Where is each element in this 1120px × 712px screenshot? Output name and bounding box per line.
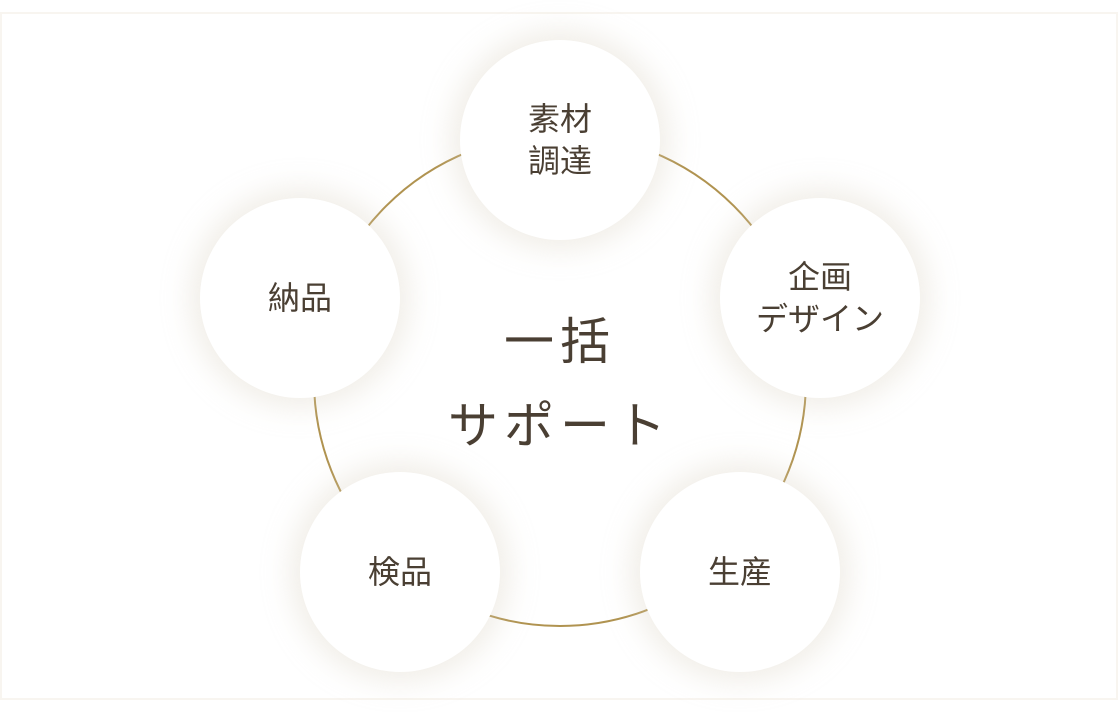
center-label: 一括 サポート	[420, 300, 700, 468]
node-sourcing-line1: 素材	[527, 100, 592, 138]
center-label-line2: サポート	[448, 397, 672, 455]
node-inspection-label: 検品	[367, 553, 432, 591]
node-sourcing-line2: 調達	[527, 142, 592, 180]
node-planning-design: 企画 デザイン	[720, 198, 920, 398]
node-planning-design-line1: 企画	[787, 258, 852, 296]
node-sourcing: 素材 調達	[460, 40, 660, 240]
node-planning-design-line2: デザイン	[755, 300, 884, 338]
node-inspection: 検品	[300, 472, 500, 672]
node-production: 生産	[640, 472, 840, 672]
node-delivery: 納品	[200, 198, 400, 398]
center-label-line1: 一括	[504, 313, 616, 371]
node-delivery-label: 納品	[267, 279, 332, 317]
node-production-label: 生産	[707, 553, 772, 591]
